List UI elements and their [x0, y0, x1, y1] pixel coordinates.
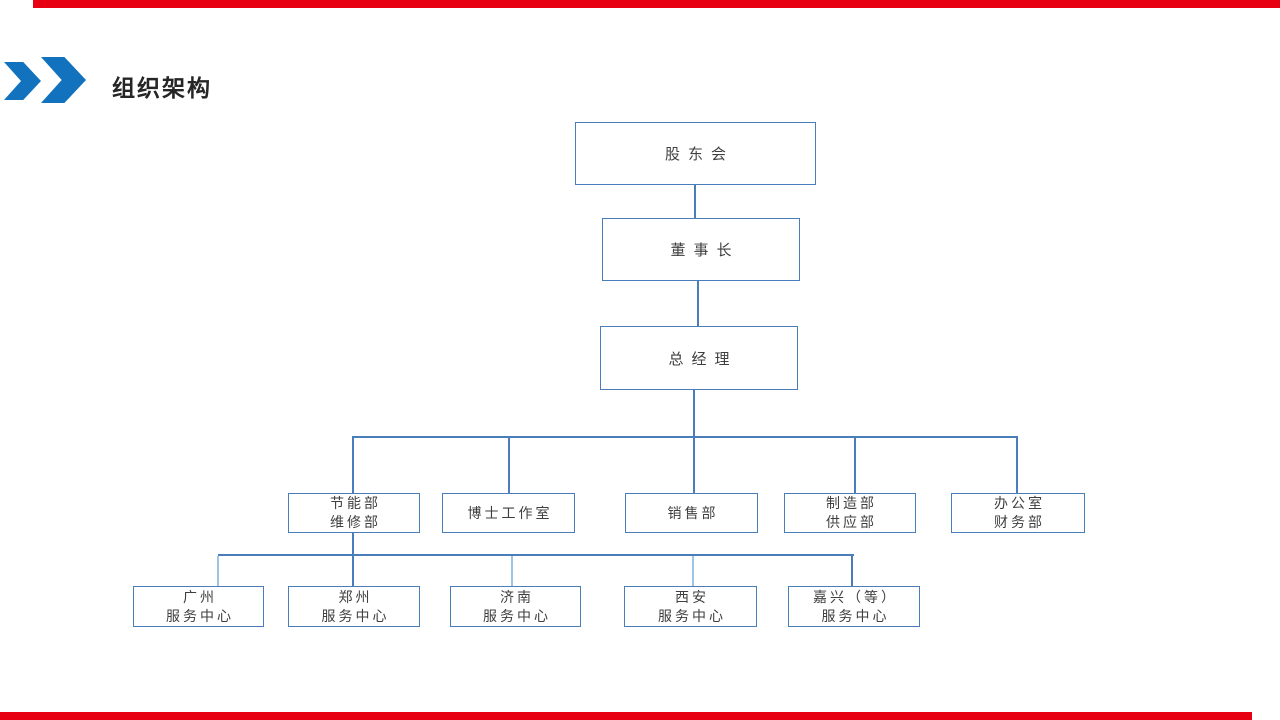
connector-line [352, 436, 1018, 438]
bottom-accent-rule [0, 712, 1252, 720]
org-node-label: 办公室 [994, 495, 1045, 511]
org-node-dept-manufacturing-supply: 制造部 供应部 [784, 493, 916, 533]
org-node-service-center-zhengzhou: 郑州 服务中心 [288, 586, 420, 627]
org-node-chairman: 董事长 [602, 218, 800, 281]
org-node-label: 服务中心 [483, 607, 551, 624]
connector-line [851, 556, 853, 586]
top-accent-rule [33, 0, 1280, 8]
org-node-label: 销售部 [667, 504, 719, 521]
org-node-label: 博士工作室 [467, 504, 553, 521]
org-node-service-center-jiaxing: 嘉兴（等） 服务中心 [788, 586, 920, 627]
connector-line [352, 556, 354, 586]
org-node-label: 广州 [183, 588, 217, 605]
org-node-label: 嘉兴（等） [813, 588, 898, 605]
connector-line [1016, 438, 1018, 493]
org-node-dept-doctor-studio: 博士工作室 [442, 493, 575, 533]
org-node-label: 西安 [675, 588, 709, 605]
org-node-label: 济南 [500, 588, 534, 605]
connector-line [217, 556, 219, 586]
org-node-service-center-jinan: 济南 服务中心 [450, 586, 581, 627]
org-node-label: 董事长 [670, 242, 740, 259]
connector-line [352, 533, 354, 555]
org-node-label: 供应部 [826, 514, 877, 530]
connector-line [692, 556, 694, 586]
org-node-general-manager: 总经理 [600, 326, 798, 390]
org-node-label: 股东会 [664, 146, 734, 163]
connector-line [693, 390, 695, 437]
org-node-label: 服务中心 [821, 607, 890, 624]
connector-line [218, 554, 854, 556]
org-node-service-center-guangzhou: 广州 服务中心 [133, 586, 264, 627]
org-node-label: 制造部 [826, 495, 877, 511]
org-node-label: 节能部 [330, 495, 381, 511]
org-node-label: 总经理 [668, 350, 738, 368]
connector-line [508, 438, 510, 493]
org-node-dept-energy-maintenance: 节能部 维修部 [288, 493, 420, 533]
connector-line [697, 281, 699, 326]
org-node-dept-office-finance: 办公室 财务部 [951, 493, 1085, 533]
org-node-service-center-xian: 西安 服务中心 [624, 586, 757, 627]
page-title: 组织架构 [112, 75, 212, 101]
connector-line [693, 438, 695, 493]
org-node-label: 服务中心 [321, 607, 390, 624]
org-node-label: 财务部 [994, 514, 1045, 530]
org-node-shareholders: 股东会 [575, 122, 816, 185]
connector-line [511, 556, 513, 586]
connector-line [854, 438, 856, 493]
org-node-label: 服务中心 [166, 607, 234, 624]
org-node-dept-sales: 销售部 [625, 493, 758, 533]
org-node-label: 郑州 [338, 588, 373, 605]
chevron-right-icon [41, 57, 86, 103]
org-node-label: 服务中心 [658, 607, 726, 624]
chevron-right-icon [4, 62, 41, 100]
org-node-label: 维修部 [330, 514, 381, 530]
connector-line [352, 438, 354, 493]
connector-line [694, 185, 696, 218]
